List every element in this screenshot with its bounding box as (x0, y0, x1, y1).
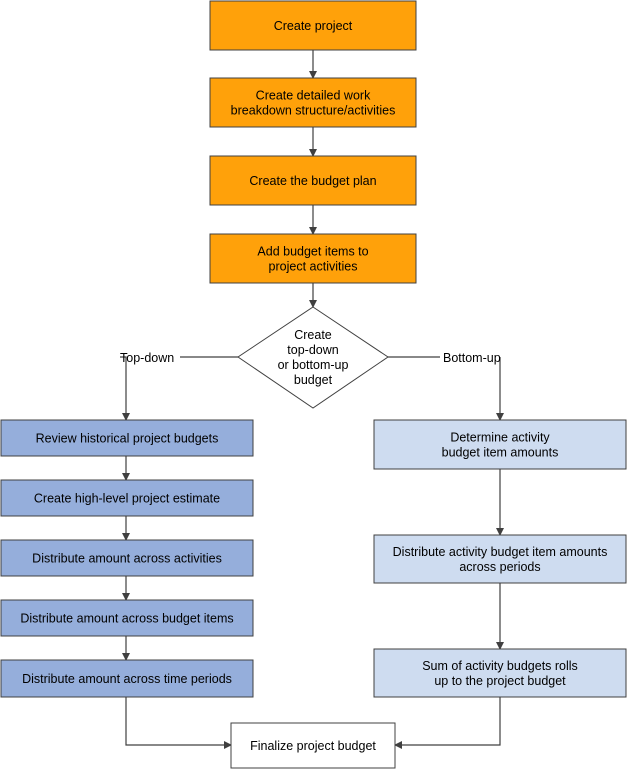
node-finalize-label-line: Finalize project budget (250, 739, 376, 753)
node-create-wbs-label-line: breakdown structure/activities (231, 104, 396, 118)
node-review-historical-label: Review historical project budgets (36, 432, 219, 446)
node-distribute-periods-label-line: across periods (459, 560, 540, 574)
node-distribute-budget-items: Distribute amount across budget items (0, 599, 254, 637)
node-high-level-estimate-label: Create high-level project estimate (34, 492, 220, 506)
node-distribute-activities-label-line: Distribute amount across activities (32, 552, 222, 566)
node-sum-rolls-up-label-line: up to the project budget (434, 674, 566, 688)
node-create-project: Create project (209, 0, 417, 51)
node-distribute-activities: Distribute amount across activities (0, 539, 254, 577)
node-finalize-label: Finalize project budget (250, 739, 376, 753)
node-create-budget-plan: Create the budget plan (209, 155, 417, 206)
node-create-budget-plan-label-line: Create the budget plan (249, 174, 376, 188)
node-distribute-budget-items-label: Distribute amount across budget items (20, 612, 233, 626)
node-determine-amounts-label-line: budget item amounts (442, 446, 559, 460)
decision-label-line: top-down (287, 343, 338, 357)
decision-label-line: budget (294, 373, 333, 387)
node-review-historical-label-line: Review historical project budgets (36, 432, 219, 446)
decision-label-line: Create (294, 328, 332, 342)
node-distribute-budget-items-label-line: Distribute amount across budget items (20, 612, 233, 626)
node-determine-amounts-label-line: Determine activity (450, 431, 550, 445)
arrow-top-down-to-finalize (125, 697, 232, 749)
edge-label-top-down: Top-down (120, 351, 174, 365)
node-create-project-label-line: Create project (274, 19, 353, 33)
decision-label-line: or bottom-up (278, 358, 349, 372)
arrow-decision-to-top-down (120, 356, 130, 421)
arrow-bottom-up-to-finalize (394, 697, 501, 749)
node-create-budget-plan-label: Create the budget plan (249, 174, 376, 188)
connectors (120, 50, 504, 749)
node-distribute-activities-label: Distribute amount across activities (32, 552, 222, 566)
node-high-level-estimate-label-line: Create high-level project estimate (34, 492, 220, 506)
node-distribute-time-periods-label-line: Distribute amount across time periods (22, 672, 232, 686)
node-create-wbs-label-line: Create detailed work (256, 89, 371, 103)
node-finalize: Finalize project budget (230, 722, 396, 769)
edge-label-bottom-up: Bottom-up (443, 351, 501, 365)
node-distribute-time-periods: Distribute amount across time periods (0, 659, 254, 698)
node-distribute-periods-label-line: Distribute activity budget item amounts (393, 545, 608, 559)
node-review-historical: Review historical project budgets (0, 419, 254, 457)
node-add-budget-items-label-line: Add budget items to (257, 245, 368, 259)
node-create-project-label: Create project (274, 19, 353, 33)
node-distribute-time-periods-label: Distribute amount across time periods (22, 672, 232, 686)
node-add-budget-items-label-line: project activities (269, 260, 358, 274)
node-high-level-estimate: Create high-level project estimate (0, 479, 254, 517)
node-sum-rolls-up-label-line: Sum of activity budgets rolls (422, 659, 578, 673)
